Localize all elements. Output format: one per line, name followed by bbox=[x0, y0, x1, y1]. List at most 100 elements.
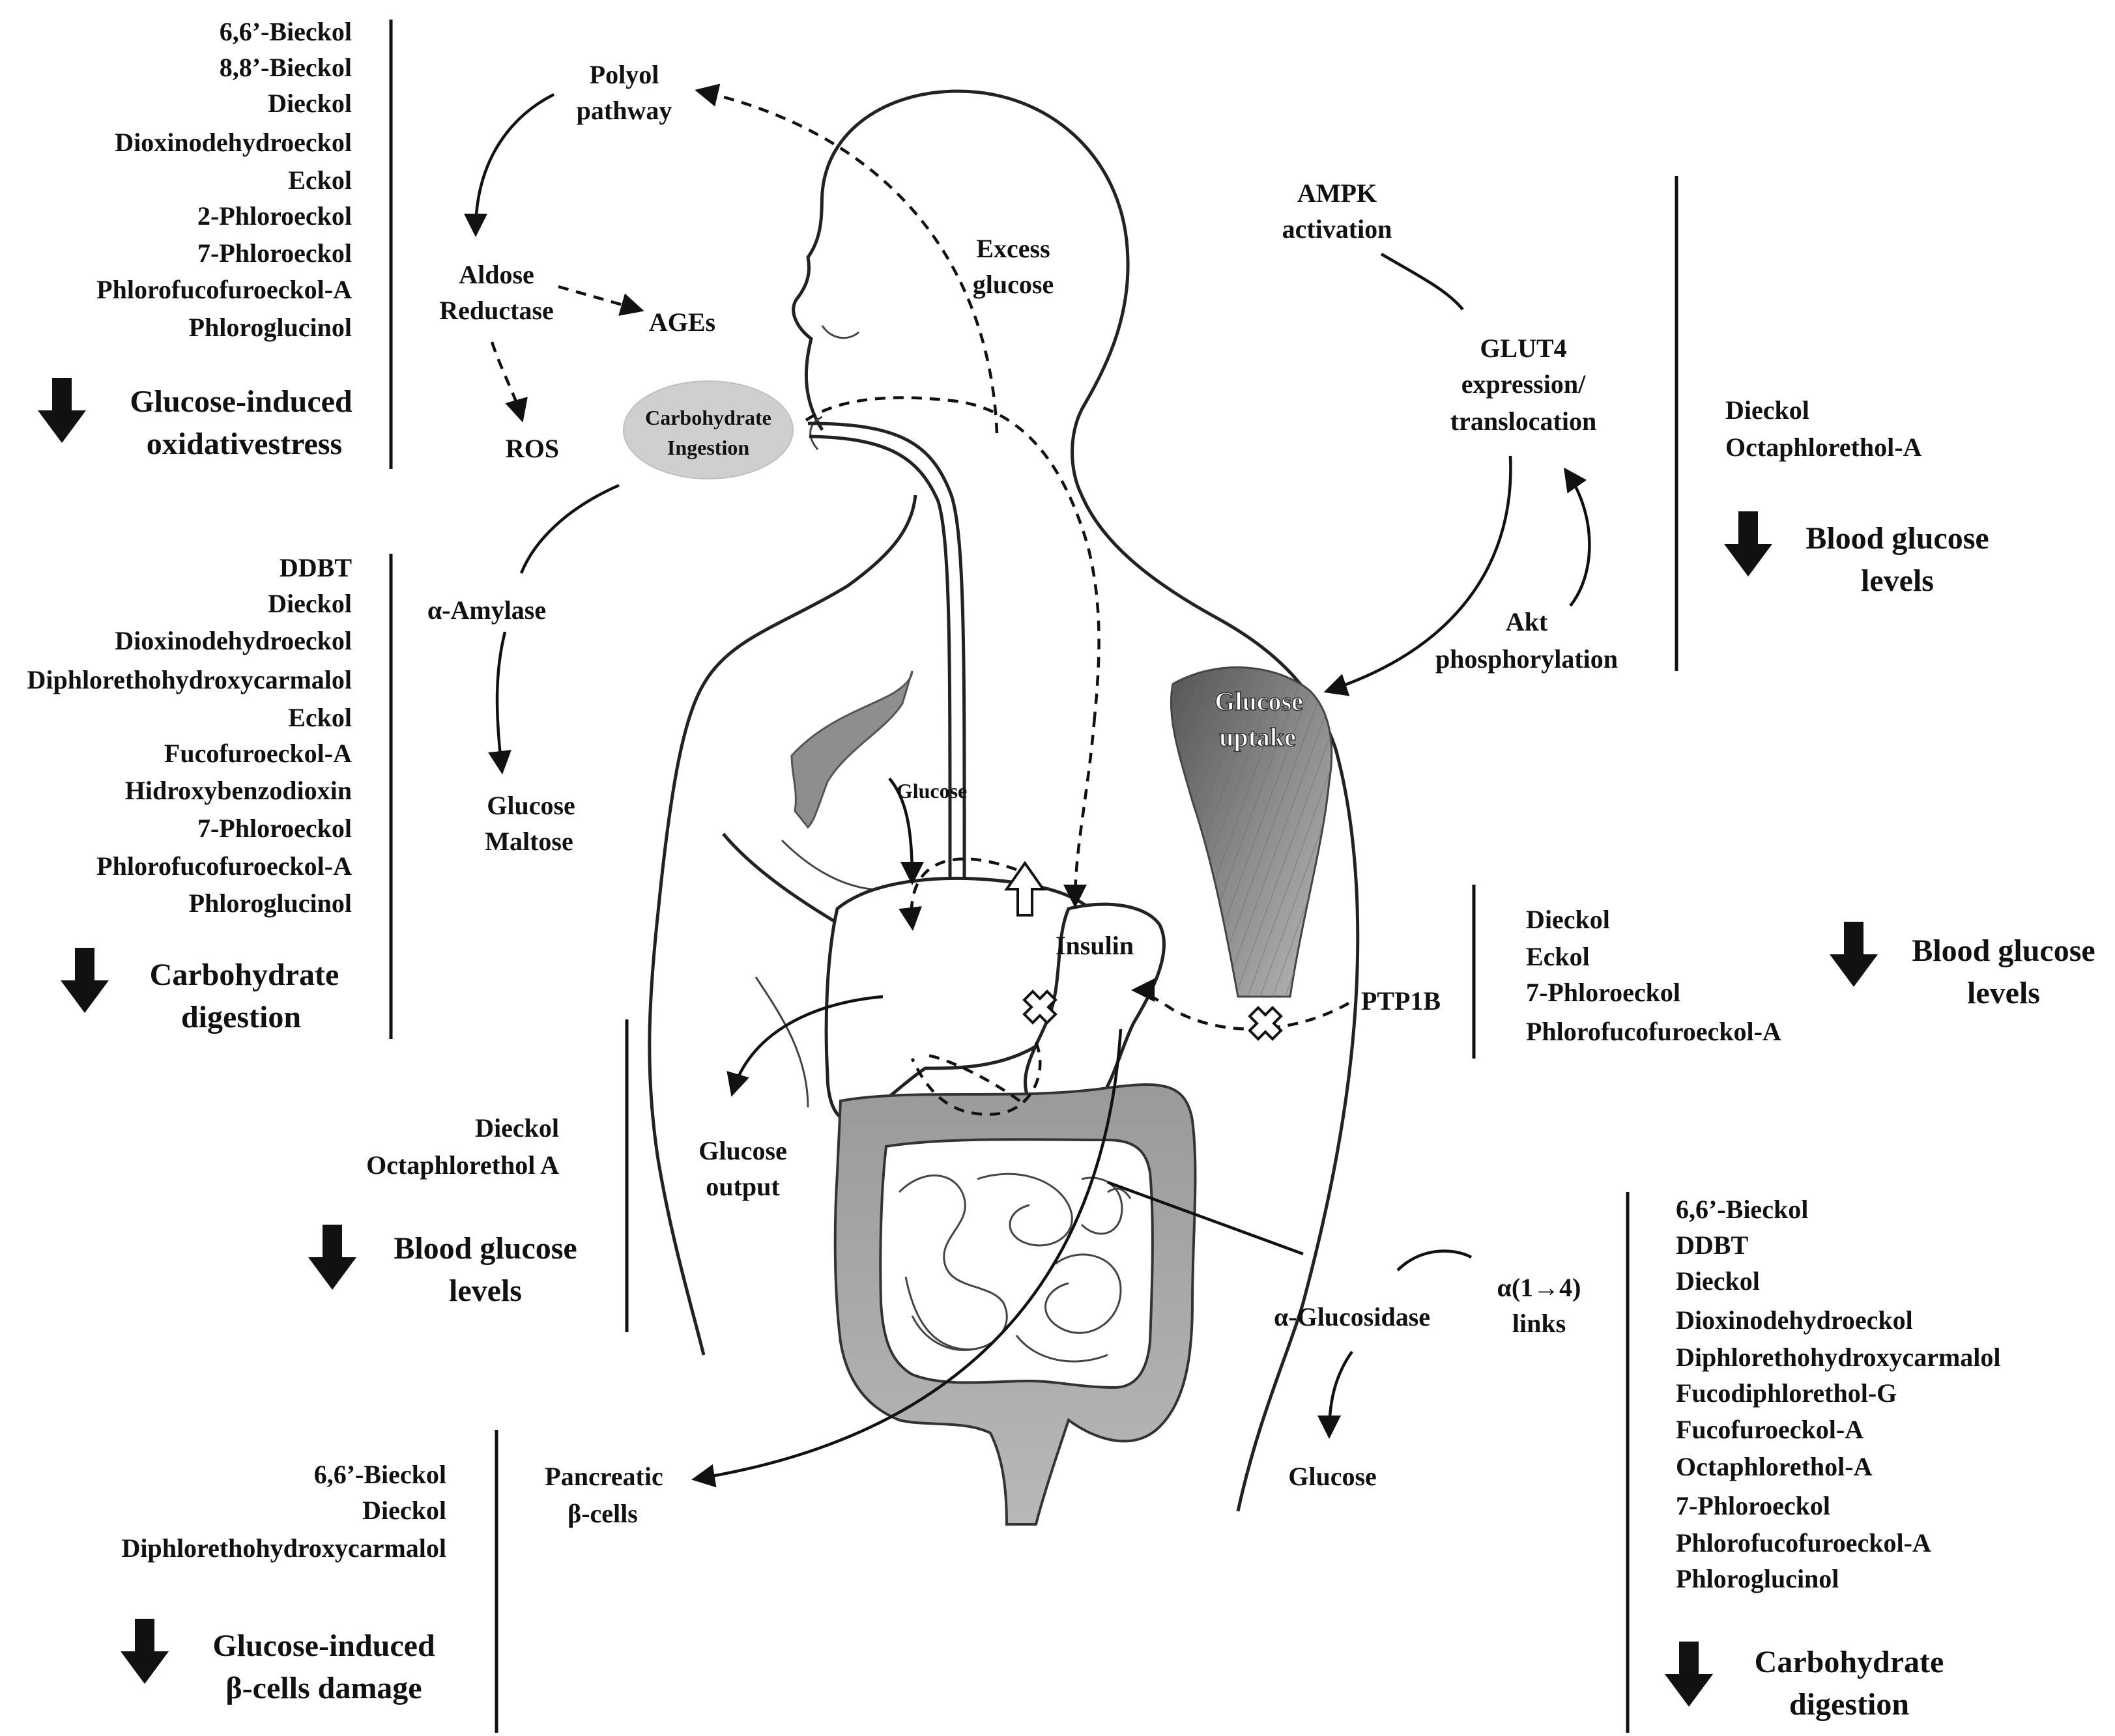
excess-glucose-label: Excess bbox=[976, 234, 1050, 263]
compound-item: Eckol bbox=[1526, 942, 1590, 971]
effect-line: digestion bbox=[181, 1000, 301, 1034]
insulin-label: Insulin bbox=[1056, 931, 1134, 960]
polyol-pathway-label: Polyol bbox=[590, 60, 659, 89]
akt-phosphorylation-label: phosphorylation bbox=[1435, 644, 1618, 674]
effect-line: Glucose-induced bbox=[130, 384, 352, 419]
compound-item: Phlorofucofuroeckol-A bbox=[96, 851, 352, 881]
compound-item: 7-Phloroeckol bbox=[1676, 1491, 1830, 1520]
glucose-maltose-label: Glucose bbox=[487, 791, 575, 820]
human-body-outline bbox=[648, 89, 1360, 1512]
compound-item: Phloroglucinol bbox=[189, 889, 352, 918]
compound-item: Diphlorethohydroxycarmalol bbox=[121, 1533, 446, 1563]
carbohydrate-digestion-effect-left: Carbohydrate digestion bbox=[150, 958, 339, 1034]
compound-item: 7-Phloroeckol bbox=[197, 814, 352, 843]
compound-item: Octaphlorethol-A bbox=[1725, 433, 1922, 462]
effect-line: Blood glucose bbox=[1806, 521, 1989, 556]
pancreatic-beta-cells-label: β-cells bbox=[568, 1499, 638, 1528]
glucose-output-label: Glucose bbox=[698, 1136, 787, 1165]
effect-line: Blood glucose bbox=[1912, 933, 2095, 968]
effect-line: digestion bbox=[1789, 1687, 1909, 1722]
excess-glucose-label: glucose bbox=[973, 270, 1054, 299]
effect-line: levels bbox=[1967, 976, 2040, 1010]
effect-line: Glucose-induced bbox=[212, 1629, 435, 1663]
ptp1b-effect: Blood glucose levels bbox=[1912, 933, 2095, 1010]
beta-cells-compound-list: 6,6’-Bieckol Dieckol Diphlorethohydroxyc… bbox=[121, 1460, 446, 1563]
compound-item: Phlorofucofuroeckol-A bbox=[1676, 1528, 1931, 1558]
glucosidase-effect: Carbohydrate digestion bbox=[1755, 1645, 1944, 1722]
ptp1b-label: PTP1B bbox=[1361, 986, 1441, 1016]
muscle-shape bbox=[1170, 666, 1333, 998]
down-arrow-icon bbox=[1830, 922, 1878, 987]
insulin-release-hollow-arrow bbox=[1004, 861, 1046, 917]
compound-item: Phloroglucinol bbox=[1676, 1564, 1839, 1593]
glucose-product-label: Glucose bbox=[1288, 1462, 1377, 1491]
effect-line: Blood glucose bbox=[394, 1231, 577, 1266]
compound-item: 6,6’-Bieckol bbox=[220, 17, 352, 46]
alpha-1-4-links-label: links bbox=[1512, 1309, 1566, 1338]
glucose-uptake-label: uptake bbox=[1219, 722, 1296, 752]
compound-item: 6,6’-Bieckol bbox=[314, 1460, 446, 1489]
compound-item: 6,6’-Bieckol bbox=[1676, 1195, 1808, 1224]
compound-item: Phlorofucofuroeckol-A bbox=[1526, 1017, 1781, 1046]
glut4-label: GLUT4 bbox=[1480, 334, 1566, 363]
carbohydrate-ingestion-label: Carbohydrate bbox=[645, 406, 771, 429]
alpha-amylase-label: α-Amylase bbox=[427, 595, 546, 625]
effect-line: levels bbox=[449, 1274, 522, 1308]
separator-lines bbox=[389, 20, 1678, 1733]
down-arrow-icon bbox=[1665, 1642, 1713, 1707]
decrease-arrow-icons bbox=[38, 378, 1878, 1707]
carbohydrate-ingestion-ellipse bbox=[623, 380, 794, 479]
compound-item: Phloroglucinol bbox=[189, 313, 352, 342]
compound-item: Diphlorethohydroxycarmalol bbox=[27, 665, 352, 694]
compound-item: Octaphlorethol-A bbox=[1676, 1452, 1873, 1481]
compound-item: Fucofuroeckol-A bbox=[1676, 1415, 1863, 1444]
alpha-1-4-links-label: α(1→4) bbox=[1497, 1273, 1581, 1302]
glut4-label: expression/ bbox=[1461, 369, 1586, 399]
compound-item: Dioxinodehydroeckol bbox=[1676, 1305, 1913, 1335]
down-arrow-icon bbox=[38, 378, 86, 443]
compound-item: Dieckol bbox=[1676, 1266, 1760, 1296]
compound-item: Hidroxybenzodioxin bbox=[125, 776, 352, 805]
down-arrow-icon bbox=[61, 948, 109, 1013]
aldose-reductase-label: Aldose bbox=[459, 260, 534, 289]
large-intestine bbox=[833, 1083, 1197, 1526]
glucose-from-pancreas-label: Glucose bbox=[897, 779, 967, 803]
alpha-glucosidase-label: α-Glucosidase bbox=[1274, 1302, 1430, 1331]
ampk-activation-label: activation bbox=[1282, 214, 1392, 244]
down-arrow-icon bbox=[121, 1619, 169, 1684]
inhibition-cross-icon bbox=[1022, 989, 1058, 1025]
effect-line: β-cells damage bbox=[225, 1671, 422, 1705]
pancreatic-beta-cells-label: Pancreatic bbox=[545, 1462, 663, 1491]
ages-label: AGEs bbox=[649, 307, 715, 337]
compound-item: Dieckol bbox=[268, 89, 352, 118]
down-arrow-icon bbox=[1724, 511, 1772, 576]
solid-arrows bbox=[464, 92, 1591, 1488]
compound-item: Dioxinodehydroeckol bbox=[115, 128, 352, 157]
polyol-pathway-label: pathway bbox=[577, 96, 672, 125]
compound-item: Dioxinodehydroeckol bbox=[115, 626, 352, 655]
down-arrow-icon bbox=[308, 1225, 356, 1290]
compound-item: Eckol bbox=[288, 165, 352, 195]
compound-item: Diphlorethohydroxycarmalol bbox=[1676, 1343, 2001, 1372]
akt-phosphorylation-label: Akt bbox=[1506, 607, 1548, 636]
inhibition-cross-icon bbox=[1248, 1006, 1283, 1041]
pathway-labels: Polyol pathway Aldose Reductase AGEs ROS… bbox=[427, 60, 1618, 1528]
compound-item: Fucofuroeckol-A bbox=[164, 739, 352, 768]
carbohydrate-ingestion-label: Ingestion bbox=[667, 436, 749, 459]
carbohydrate-digestion-compound-list-left: DDBT Dieckol Dioxinodehydroeckol Diphlor… bbox=[27, 553, 352, 918]
blood-glucose-compound-list-liver: Dieckol Octaphlorethol A bbox=[366, 1113, 559, 1180]
compound-item: Fucodiphlorethol-G bbox=[1676, 1378, 1897, 1408]
beta-cells-effect: Glucose-induced β-cells damage bbox=[212, 1629, 435, 1705]
compound-item: 7-Phloroeckol bbox=[1526, 978, 1680, 1007]
compound-item: Dieckol bbox=[362, 1496, 446, 1525]
effect-line: Carbohydrate bbox=[150, 958, 339, 992]
compound-item: DDBT bbox=[1676, 1231, 1748, 1260]
compound-item: Octaphlorethol A bbox=[366, 1150, 559, 1180]
inhibition-cross-icons bbox=[1022, 989, 1283, 1041]
glucose-uptake-label: Glucose bbox=[1215, 687, 1303, 716]
effect-line: Carbohydrate bbox=[1755, 1645, 1944, 1679]
oxidative-stress-compound-list: 6,6’-Bieckol 8,8’-Bieckol Dieckol Dioxin… bbox=[96, 17, 352, 342]
pancreas-shape bbox=[790, 670, 914, 829]
